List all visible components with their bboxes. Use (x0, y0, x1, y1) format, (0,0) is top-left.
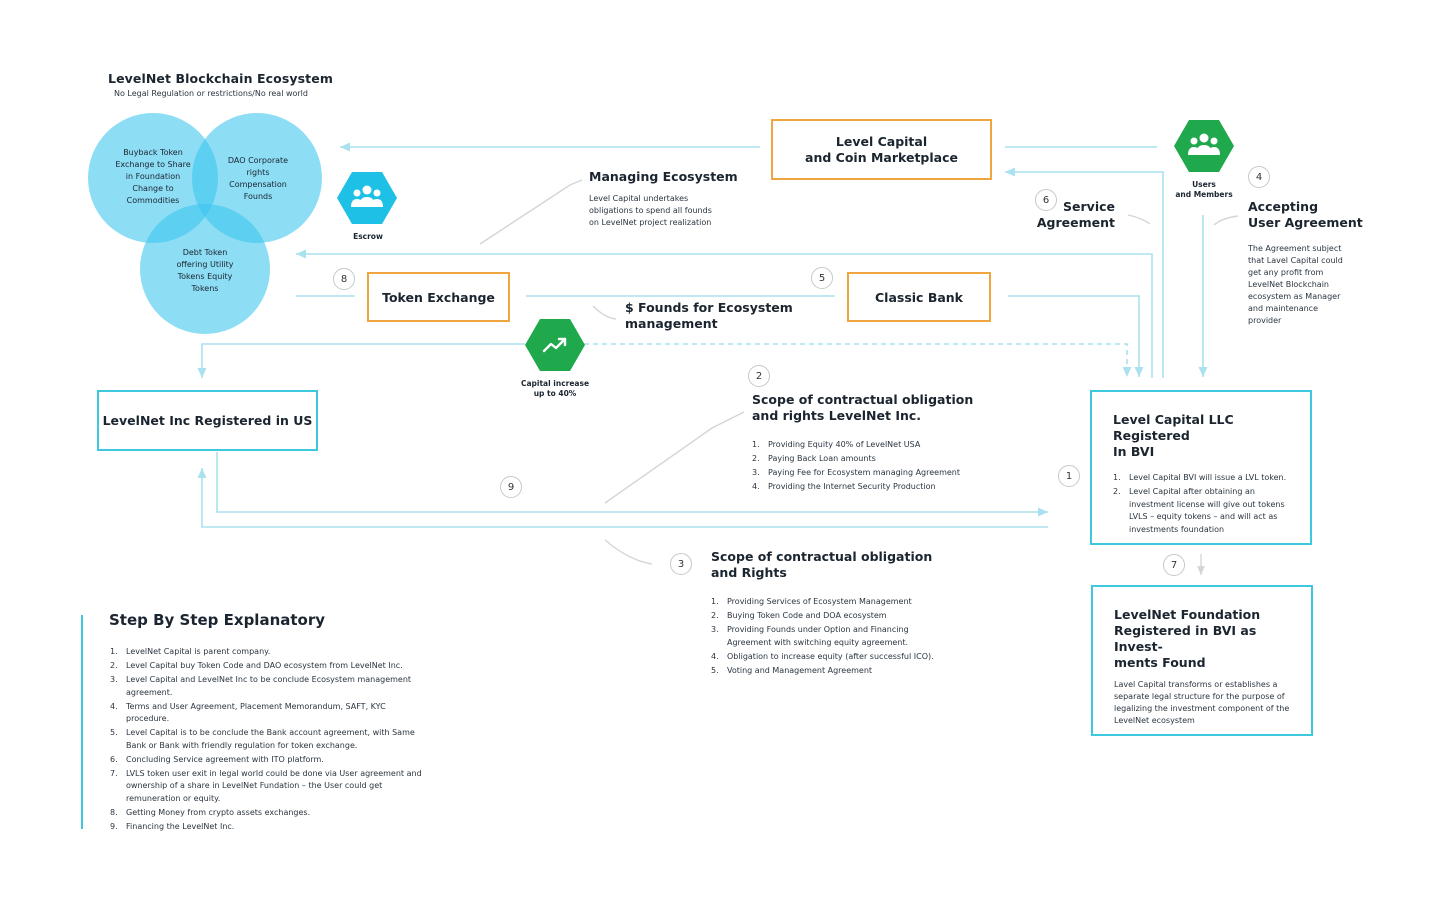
ecosystem-title: LevelNet Blockchain Ecosystem (108, 71, 333, 86)
steps-accent-bar (81, 615, 83, 829)
line-service-to-marketplace (1005, 167, 1164, 378)
list-item: 1.Level Capital BVI will issue a LVL tok… (1113, 473, 1287, 482)
users-group-icon (1188, 133, 1220, 155)
steps-list: 1.LevelNet Capital is parent company. 2.… (110, 646, 428, 835)
token-exchange-box[interactable]: Token Exchange (367, 272, 510, 322)
scope-rights-list: 1.Providing Services of Ecosystem Manage… (711, 596, 951, 679)
leader-scope-inc (604, 411, 745, 504)
classic-bank-box[interactable]: Classic Bank (847, 272, 991, 322)
line-bvi-to-ecosystem (296, 249, 1153, 378)
list-item: 3.Paying Fee for Ecosystem managing Agre… (752, 468, 961, 477)
list-item: 1.Providing Services of Ecosystem Manage… (711, 597, 912, 606)
line-capital-to-us (197, 343, 525, 378)
list-item: 5.Voting and Management Agreement (711, 665, 873, 675)
marker-3: 3 (670, 553, 692, 575)
circle-buyback-text: Buyback Token Exchange to Share in Found… (115, 148, 191, 205)
marketplace-box[interactable]: Level Capital and Coin Marketplace (771, 119, 992, 180)
leader-accepting (1213, 215, 1239, 226)
marker-8: 8 (333, 268, 355, 290)
list-item: 7.LVLS token user exit in legal world co… (110, 768, 422, 803)
level-capital-bvi-title: Level Capital LLC Registered In BVI (1113, 412, 1234, 459)
line-bvi-to-us (197, 468, 1048, 528)
list-item: 4.Obligation to increase equity (after s… (711, 651, 934, 661)
list-item: 2.Buying Token Code and DOA ecosystem (711, 611, 887, 620)
leader-service (1127, 214, 1151, 225)
list-item: 2.Level Capital after obtaining an inves… (1113, 487, 1285, 534)
levelnet-us-box[interactable]: LevelNet Inc Registered in US (97, 390, 318, 451)
list-item: 5.Level Capital is to be conclude the Ba… (110, 728, 415, 750)
leader-managing (479, 179, 583, 245)
list-item: 4.Terms and User Agreement, Placement Me… (110, 701, 386, 724)
leader-scope-rights (604, 539, 653, 565)
scope-rights-title: Scope of contractual obligation and Righ… (711, 549, 933, 580)
line-us-to-bvi (216, 452, 1048, 517)
level-capital-bvi-list: 1.Level Capital BVI will issue a LVL tok… (1113, 472, 1298, 536)
list-item: 6.Concluding Service agreement with ITO … (110, 754, 324, 764)
service-agreement-label: Service Agreement (1036, 199, 1115, 230)
users-hexagon (1173, 118, 1235, 178)
marker-2: 2 (748, 365, 770, 387)
list-item: 9.Financing the LevelNet Inc. (110, 821, 235, 831)
list-item: 3.Level Capital and LevelNet Inc to be c… (110, 675, 412, 697)
list-item: 8.Getting Money from crypto assets excha… (110, 807, 311, 817)
ecosystem-subtitle: No Legal Regulation or restrictions/No r… (114, 89, 308, 98)
scope-inc-list: 1.Providing Equity 40% of LevelNet USA 2… (752, 439, 992, 495)
capital-increase-hexagon (524, 317, 586, 377)
circle-dao-text: DAO Corporate rights Compensation Founds (227, 156, 289, 201)
marker-7: 7 (1163, 554, 1185, 576)
list-item: 1.LevelNet Capital is parent company. (110, 647, 271, 656)
list-item: 4.Providing the Internet Security Produc… (752, 482, 936, 491)
steps-title: Step By Step Explanatory (109, 611, 326, 629)
escrow-label: Escrow (353, 232, 383, 241)
circle-debt-text: Debt Token offering Utility Tokens Equit… (176, 248, 234, 293)
scope-inc-title: Scope of contractual obligation and righ… (752, 392, 974, 423)
list-item: 2.Level Capital buy Token Code and DAO e… (110, 661, 403, 670)
accepting-desc: The Agreement subject that Lavel Capital… (1248, 244, 1343, 325)
list-item: 1.Providing Equity 40% of LevelNet USA (752, 440, 921, 449)
list-item: 2.Paying Back Loan amounts (752, 454, 876, 463)
managing-title: Managing Ecosystem (589, 169, 738, 184)
escrow-hexagon (336, 170, 398, 230)
accepting-title: Accepting User Agreement (1248, 199, 1363, 230)
levelnet-foundation-desc: Lavel Capital transforms or establishes … (1114, 680, 1290, 725)
marker-1: 1 (1058, 465, 1080, 487)
list-item: 3.Providing Founds under Option and Fina… (711, 625, 909, 647)
levelnet-foundation-box[interactable]: LevelNet Foundation Registered in BVI as… (1091, 585, 1313, 736)
level-capital-bvi-box[interactable]: Level Capital LLC Registered In BVI 1.Le… (1090, 390, 1312, 545)
levelnet-foundation-title: LevelNet Foundation Registered in BVI as… (1114, 607, 1261, 670)
managing-desc: Level Capital undertakes obligations to … (589, 194, 712, 227)
marker-6: 6 (1035, 189, 1057, 211)
marker-5: 5 (811, 267, 833, 289)
people-group-icon (351, 185, 383, 207)
marker-9: 9 (500, 476, 522, 498)
line-bank-to-bvi (1008, 295, 1144, 377)
line-capital-dashed (584, 343, 1132, 377)
leader-founds (592, 305, 617, 320)
users-label: Users and Members (1175, 180, 1233, 199)
capital-increase-label: Capital increase up to 40% (520, 379, 590, 398)
trend-up-icon (542, 337, 567, 353)
founds-label: $ Founds for Ecosystem management (625, 300, 793, 331)
venn-circle-debt (140, 204, 270, 334)
marker-4: 4 (1248, 166, 1270, 188)
